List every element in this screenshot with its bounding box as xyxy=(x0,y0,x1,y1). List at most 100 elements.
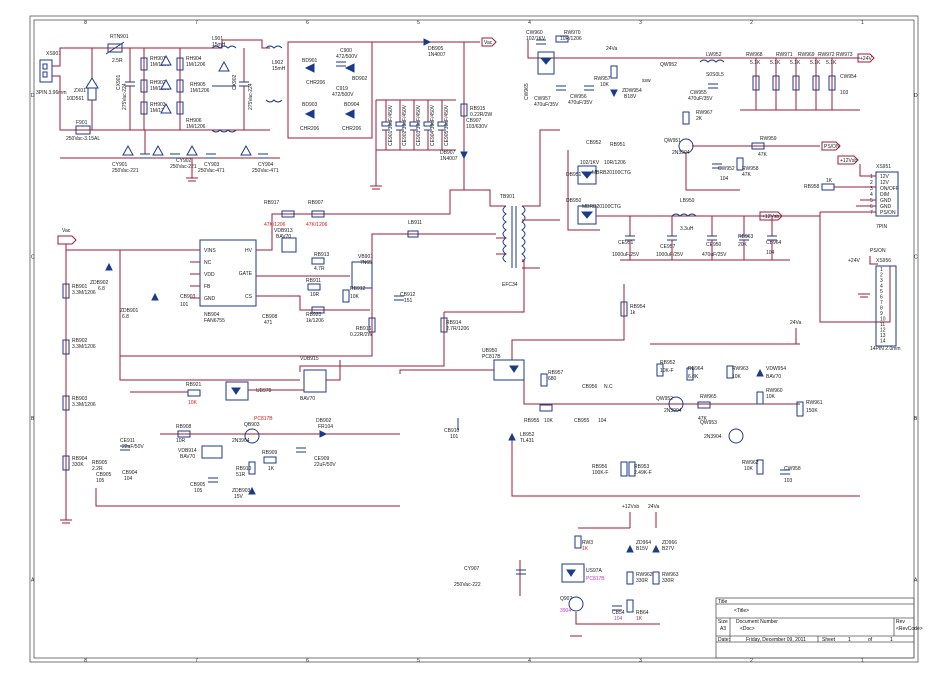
rb915-resistor xyxy=(460,103,468,117)
tb901-value: EFC34 xyxy=(502,282,518,288)
cw956-label: CW956 xyxy=(570,94,587,100)
rb963-label: RB963 xyxy=(738,234,754,240)
rw960-label: RW960 xyxy=(766,388,783,394)
zdw954-zener xyxy=(610,89,618,98)
cb912-value: 151 xyxy=(404,298,413,304)
cy901-value: 250Vac-221 xyxy=(112,168,139,174)
rw967-value: 2K xyxy=(696,116,703,122)
cb908-value: 471 xyxy=(264,320,273,326)
border-row-label: D xyxy=(914,93,918,99)
vdb913-label: VDB913 xyxy=(274,228,293,234)
ps-on-net-port xyxy=(821,141,841,151)
cb908-label: CB908 xyxy=(262,314,278,320)
cy901-label: CY901 xyxy=(112,162,128,168)
rb952-value: 10K-F xyxy=(660,368,674,374)
ub950-label: UB950 xyxy=(482,348,498,354)
nb904-label: NB904 xyxy=(204,312,220,318)
rb903-label: RB903 xyxy=(72,396,88,402)
vb901-value: 7N65 xyxy=(360,260,372,266)
db907-value: 1N4007 xyxy=(440,156,458,162)
xs956-pin-label: 4 xyxy=(880,284,883,290)
cy902-value: 250Vac-221 xyxy=(170,164,197,170)
rb904-value: 330K xyxy=(72,462,84,468)
cb956-label: CB956 xyxy=(582,384,598,390)
zdb902-label: ZDB902 xyxy=(90,280,109,286)
rw958-value: 47K xyxy=(742,172,752,178)
sheet-label: Sheet xyxy=(822,637,836,643)
rw3-value: 1K xyxy=(582,546,589,552)
c900-value: 472/500V xyxy=(336,54,358,60)
xs951-pin-label: DIM xyxy=(880,192,889,198)
cb955-label: CB955 xyxy=(574,418,590,424)
xs951-connector: XS951 12V112V2ON/OFF3DIM4GND5GND6PS/ON7 … xyxy=(804,155,899,323)
rtn901-thermistor xyxy=(107,43,123,53)
rb64-value: 1K xyxy=(636,616,643,622)
l902-value: 15mH xyxy=(272,66,286,72)
vdb914-value: BAV70 xyxy=(180,454,195,460)
feedback-tl431: RB957 680 CB956 N.C RB955 10K CB955 104 … xyxy=(508,370,860,497)
cb952-label: CB952 xyxy=(586,140,602,146)
qw952-label: QW952 xyxy=(660,62,677,68)
rw-ladder-value: 5.1K xyxy=(770,60,781,66)
border-row-label: C xyxy=(914,254,918,260)
rb964-value: 6.8K xyxy=(688,374,699,380)
cw958-value: 103 xyxy=(784,478,793,484)
rb955-label: RB955 xyxy=(524,418,540,424)
border-col-label: 2 xyxy=(750,20,753,26)
cw960-value: 102/1KV xyxy=(526,36,546,42)
rb902-value: 3.3M/1206 xyxy=(72,344,96,350)
rtn901-value: 2.5R xyxy=(112,58,123,64)
ic-pin-label: VINS xyxy=(204,248,216,254)
bd902-label: BD902 xyxy=(352,76,368,82)
border-col-label: 4 xyxy=(528,20,531,26)
size-value: A3 xyxy=(720,626,726,632)
rw-ladder-value: 5.1K xyxy=(750,60,761,66)
rb913-label: RB913 xyxy=(314,252,330,258)
ub950-optocoupler: UB950 PC817B xyxy=(399,348,525,381)
tb901-label: TB901 xyxy=(500,194,515,200)
rw959-label: RW959 xyxy=(760,136,777,142)
rev-value: <RevCode> xyxy=(896,626,923,632)
cb952-value: 102/1KV xyxy=(580,160,600,166)
cb54-value: 104 xyxy=(614,616,623,622)
rw958-label: RW958 xyxy=(742,166,759,172)
l901-value: 15mH xyxy=(212,42,226,48)
rh904-value: 1M/1206 xyxy=(186,62,206,68)
xs956-pin-label: 1 xyxy=(880,267,883,273)
v24-out-port xyxy=(857,53,875,63)
l901-label: L901 xyxy=(212,36,223,42)
border-col-label: 4 xyxy=(528,658,531,664)
v24c-label: 24Va xyxy=(790,320,802,326)
rw957-resistor xyxy=(610,65,618,79)
transformer-tb901: TB901 EFC34 xyxy=(500,194,526,288)
rb901-label: RB901 xyxy=(72,284,88,290)
rw-ladder-resistor xyxy=(792,75,800,91)
vdb915-label: VDB915 xyxy=(300,356,319,362)
border-col-label: 8 xyxy=(84,20,87,26)
border-col-label: 6 xyxy=(306,658,309,664)
cy903-label: CY903 xyxy=(204,162,220,168)
bulk-cap-plate xyxy=(381,121,391,127)
rh902-value: 1M/1206 xyxy=(150,86,170,92)
border-row-label: A xyxy=(31,577,35,583)
cx902-label: CX902 xyxy=(232,74,238,90)
vac-left-label: Vac xyxy=(62,228,71,234)
border-col-label: 2 xyxy=(750,658,753,664)
cw957-value: 470uF/35V xyxy=(534,102,559,108)
border-row-label: C xyxy=(31,254,35,260)
border-col-label: 8 xyxy=(84,658,87,664)
docnum-label: Document Number xyxy=(736,619,778,625)
db907-label: DB907 xyxy=(440,150,456,156)
cb964-label: CB964 xyxy=(766,240,782,246)
cy902-label: CY902 xyxy=(176,158,192,164)
border-row-label: B xyxy=(914,416,918,422)
secondary-24v: CW960 102/1KV RW970 10R/1206 CW965 CW957… xyxy=(524,30,875,111)
docnum-value: <Doc> xyxy=(740,626,755,632)
qw951-label: QW951 xyxy=(664,138,681,144)
border-row-label: A xyxy=(914,577,918,583)
date-label: Date: xyxy=(718,637,730,643)
xs951-pin-number: 4 xyxy=(870,192,873,198)
l902-choke: L902 15mH xyxy=(265,45,286,103)
rb920-label: RB920 xyxy=(306,312,322,318)
